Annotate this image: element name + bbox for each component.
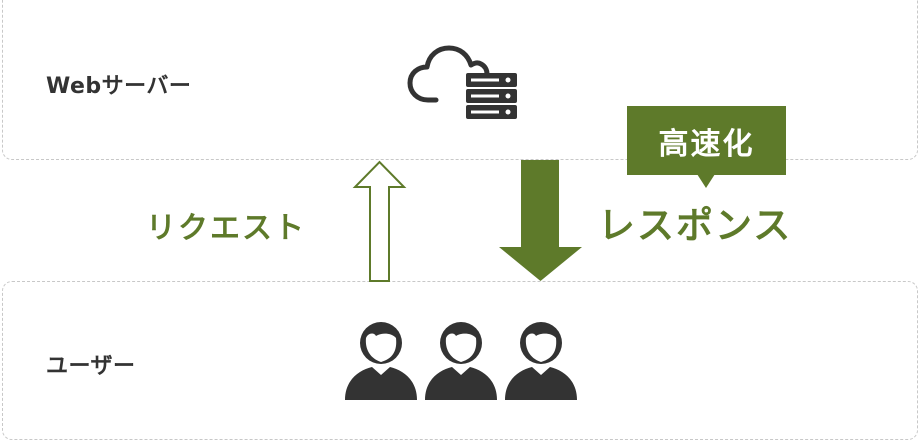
response-arrow-icon — [499, 160, 582, 281]
request-arrow-icon — [352, 160, 407, 282]
speedup-callout: 高速化 — [627, 106, 786, 175]
speedup-callout-text: 高速化 — [658, 126, 755, 162]
response-label: レスポンス — [598, 204, 793, 247]
user-icon — [505, 322, 577, 400]
request-label: リクエスト — [146, 211, 306, 246]
cloud-server-icon — [407, 45, 517, 119]
user-label: ユーザー — [46, 354, 136, 379]
users-icon — [345, 322, 577, 400]
webserver-zone — [2, 0, 918, 160]
callout-pointer — [697, 174, 715, 188]
user-zone — [2, 281, 918, 440]
webserver-label: Webサーバー — [46, 74, 192, 99]
user-icon — [425, 322, 497, 400]
user-icon — [345, 322, 417, 400]
